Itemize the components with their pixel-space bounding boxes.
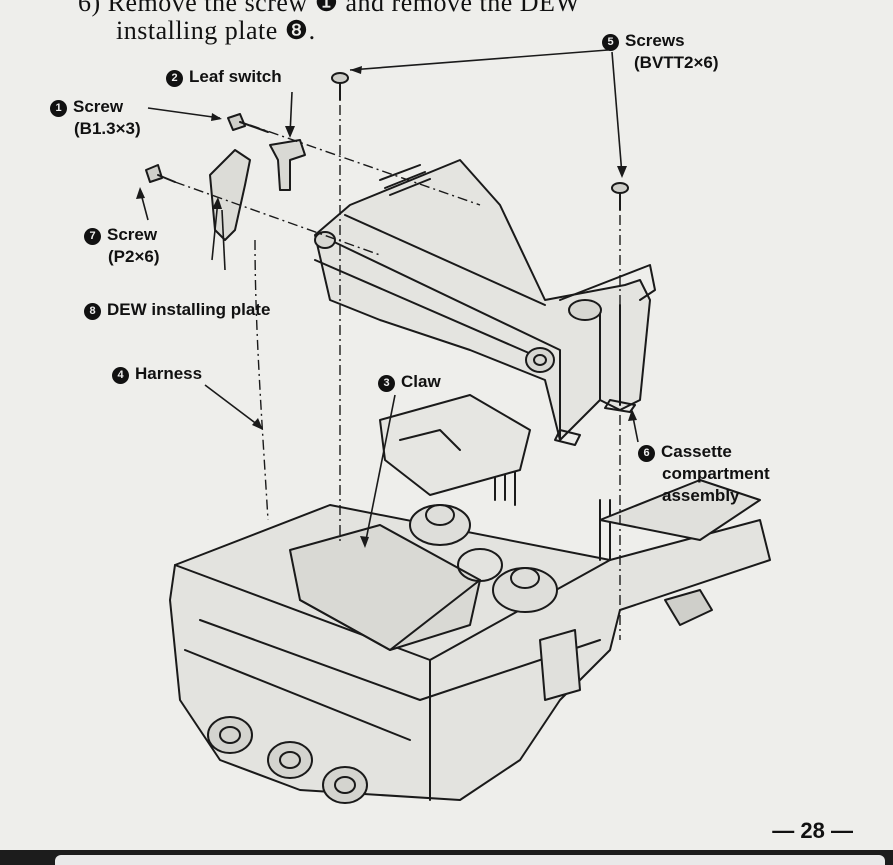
label-cassette-compartment: 6 Cassette compartment assembly <box>638 441 770 507</box>
label-screws-spec: (BVTT2×6) <box>634 53 719 72</box>
label-cassette-line2: compartment <box>662 464 770 483</box>
callout-number-4: 4 <box>112 367 129 384</box>
callout-number-6: 6 <box>638 445 655 462</box>
label-screws-title: Screws <box>625 31 685 50</box>
label-screw7-title: Screw <box>107 225 158 244</box>
viewer-bottom-bar <box>0 850 893 865</box>
leaf-switch-part <box>269 139 306 191</box>
label-leaf-switch: 2 Leaf switch <box>166 66 282 88</box>
label-leaf-switch-title: Leaf switch <box>189 67 282 86</box>
viewer-bottom-panel <box>55 855 885 865</box>
label-claw-title: Claw <box>401 372 441 391</box>
label-screws-bvtt: 5 Screws (BVTT2×6) <box>602 30 719 74</box>
label-dew-plate-title: DEW installing plate <box>107 300 271 319</box>
screw-parts <box>145 72 629 211</box>
callout-number-3: 3 <box>378 375 395 392</box>
label-screw1-title: Screw <box>73 97 124 116</box>
callout-number-1: 1 <box>50 100 67 117</box>
label-cassette-line3: assembly <box>662 486 740 505</box>
label-dew-installing-plate: 8 DEW installing plate <box>84 299 270 321</box>
label-screw-p2: 7 Screw (P2×6) <box>84 224 160 268</box>
step-instruction-line1: 6) Remove the screw ❶ and remove the DEW <box>78 0 581 17</box>
label-harness-title: Harness <box>135 364 203 383</box>
step-instruction-line2: installing plate ❽. <box>116 16 316 45</box>
callout-number-2: 2 <box>166 70 183 87</box>
label-claw: 3 Claw <box>378 371 441 393</box>
chassis-base <box>169 504 771 801</box>
label-harness: 4 Harness <box>112 363 202 385</box>
page-number: — 28 — <box>772 818 853 843</box>
callout-number-7: 7 <box>84 228 101 245</box>
label-screw1-spec: (B1.3×3) <box>74 119 141 138</box>
label-screw7-spec: (P2×6) <box>108 247 160 266</box>
label-cassette-line1: Cassette <box>661 442 732 461</box>
callout-number-5: 5 <box>602 34 619 51</box>
dew-plate <box>209 149 251 241</box>
callout-number-8: 8 <box>84 303 101 320</box>
label-screw-b13: 1 Screw (B1.3×3) <box>50 96 141 140</box>
